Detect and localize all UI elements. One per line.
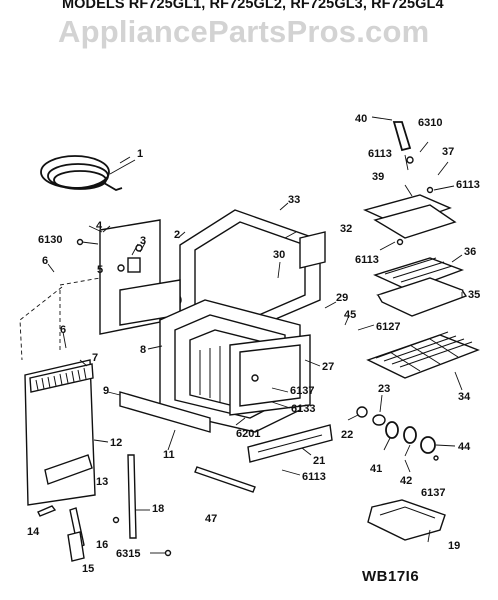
models-header: MODELS RF725GL1, RF725GL2, RF725GL3, RF7… xyxy=(62,0,444,12)
callout-6113-mid: 6113 xyxy=(355,254,379,266)
callout-47: 47 xyxy=(205,513,217,525)
callout-21: 21 xyxy=(313,455,325,467)
part-32-bracket xyxy=(299,231,326,269)
callout-6-lower: 6 xyxy=(60,324,66,336)
part-35-broiler-pan xyxy=(376,277,468,317)
part-27-door-frame xyxy=(229,334,311,416)
diagram-code: WB17I6 xyxy=(362,568,420,585)
callout-6113-right: 6113 xyxy=(456,179,480,191)
callout-30: 30 xyxy=(273,249,285,261)
callout-6201: 6201 xyxy=(236,428,260,440)
callout-5: 5 xyxy=(97,264,103,276)
callout-3: 3 xyxy=(140,235,146,247)
callout-35: 35 xyxy=(468,289,480,301)
watermark: AppliancePartsPros.com xyxy=(58,14,430,49)
part-1-wire-coil xyxy=(40,155,136,191)
callout-23: 23 xyxy=(378,383,390,395)
callout-37: 37 xyxy=(442,146,454,158)
callout-6113-top: 6113 xyxy=(368,148,392,160)
callout-27: 27 xyxy=(322,361,334,373)
callout-6: 6 xyxy=(42,255,48,267)
callout-11: 11 xyxy=(163,449,175,461)
callout-41: 41 xyxy=(370,463,382,475)
callout-13: 13 xyxy=(96,476,108,488)
callout-14: 14 xyxy=(27,526,40,538)
part-39-bake-element xyxy=(362,186,457,246)
callout-42: 42 xyxy=(400,475,412,487)
part-33-oven-frame xyxy=(119,202,321,331)
callout-15: 15 xyxy=(82,563,94,575)
callout-39: 39 xyxy=(372,171,384,183)
callout-19: 19 xyxy=(448,540,460,552)
callout-33: 33 xyxy=(288,194,300,206)
part-18-rod xyxy=(127,454,172,557)
alignment-dashes xyxy=(19,277,101,361)
callout-22: 22 xyxy=(341,429,353,441)
callout-29: 29 xyxy=(336,292,348,304)
part-36-broiler-grid xyxy=(373,254,465,291)
part-9-base xyxy=(107,391,211,433)
knobs xyxy=(356,406,439,473)
part-34-oven-rack xyxy=(366,331,480,379)
part-40-tube xyxy=(371,116,414,164)
callout-12: 12 xyxy=(110,437,122,449)
callout-6133: 6133 xyxy=(291,403,315,415)
callout-6315: 6315 xyxy=(116,548,140,560)
callout-36: 36 xyxy=(464,246,476,258)
callout-6137: 6137 xyxy=(290,385,314,397)
callout-16: 16 xyxy=(96,539,108,551)
callout-6310: 6310 xyxy=(418,117,442,129)
callout-1: 1 xyxy=(137,148,143,160)
callout-32: 32 xyxy=(340,223,352,235)
callout-44: 44 xyxy=(458,441,471,453)
callout-9: 9 xyxy=(103,385,109,397)
callout-18: 18 xyxy=(152,503,164,515)
callout-45: 45 xyxy=(344,309,356,321)
part-12-front-panel xyxy=(24,359,96,506)
callout-34: 34 xyxy=(458,391,471,403)
callout-40: 40 xyxy=(355,113,367,125)
callout-6137-knob: 6137 xyxy=(421,487,445,499)
leader-lines xyxy=(47,141,463,543)
callout-6113-lower: 6113 xyxy=(302,471,326,483)
part-13-strips xyxy=(37,505,120,562)
part-47-strip xyxy=(194,466,256,493)
callout-8: 8 xyxy=(140,344,146,356)
callout-7: 7 xyxy=(92,352,98,364)
part-3-bracket xyxy=(127,242,146,273)
callout-2: 2 xyxy=(174,229,180,241)
part-21-control-panel xyxy=(247,424,333,463)
part-19-drip-pan xyxy=(367,499,446,541)
callout-6130: 6130 xyxy=(38,234,62,246)
callout-6127: 6127 xyxy=(376,321,400,333)
callout-4: 4 xyxy=(96,220,103,232)
